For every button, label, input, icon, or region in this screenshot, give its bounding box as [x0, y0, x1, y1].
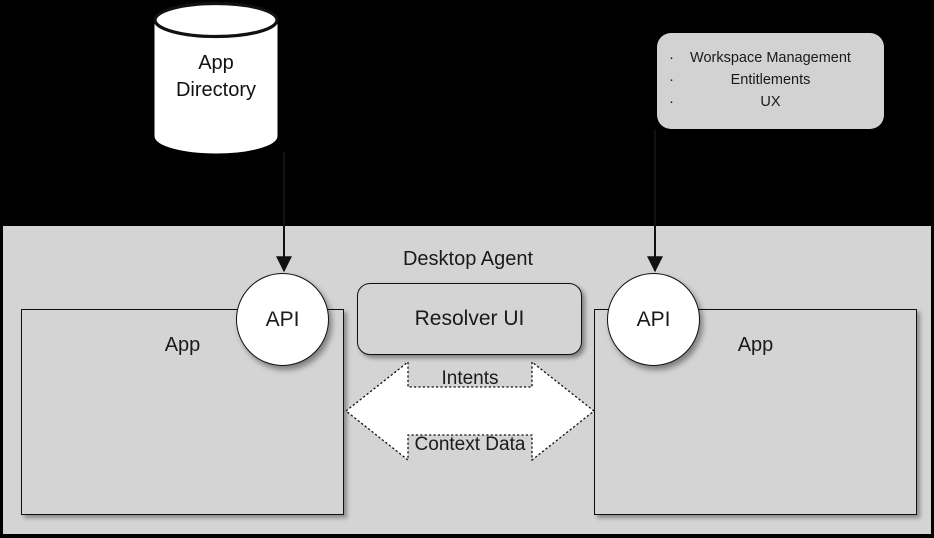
resolver-ui-box[interactable]: Resolver UI: [357, 283, 582, 355]
app-label-left: App: [164, 334, 201, 356]
app-directory-shape[interactable]: App Directory: [153, 2, 279, 155]
resolver-ui-label: Resolver UI: [414, 307, 525, 330]
capabilities-item-0: Workspace Management: [690, 50, 851, 66]
intents-label: Intents: [441, 368, 499, 389]
api-circle-right[interactable]: API: [607, 273, 700, 366]
bullet-icon: ·: [669, 93, 674, 110]
bullet-icon: ·: [669, 71, 674, 88]
bullet-icon: ·: [669, 49, 674, 66]
api-label-right: API: [636, 307, 671, 331]
capabilities-box[interactable]: · Workspace Management · Entitlements · …: [657, 33, 884, 129]
list-item: · Entitlements: [657, 69, 884, 91]
api-label-left: API: [265, 307, 300, 331]
capabilities-item-1: Entitlements: [730, 72, 811, 88]
capabilities-item-2: UX: [760, 94, 781, 110]
api-circle-left[interactable]: API: [236, 273, 329, 366]
list-item: · UX: [657, 91, 884, 113]
app-directory-label-line1: App: [198, 52, 234, 74]
app-label-right: App: [737, 334, 774, 356]
app-directory-label: App Directory: [153, 50, 279, 104]
list-item: · Workspace Management: [657, 47, 884, 69]
app-directory-label-line2: Directory: [175, 79, 256, 101]
desktop-agent-title: Desktop Agent: [402, 248, 534, 270]
context-data-label: Context Data: [414, 434, 526, 455]
